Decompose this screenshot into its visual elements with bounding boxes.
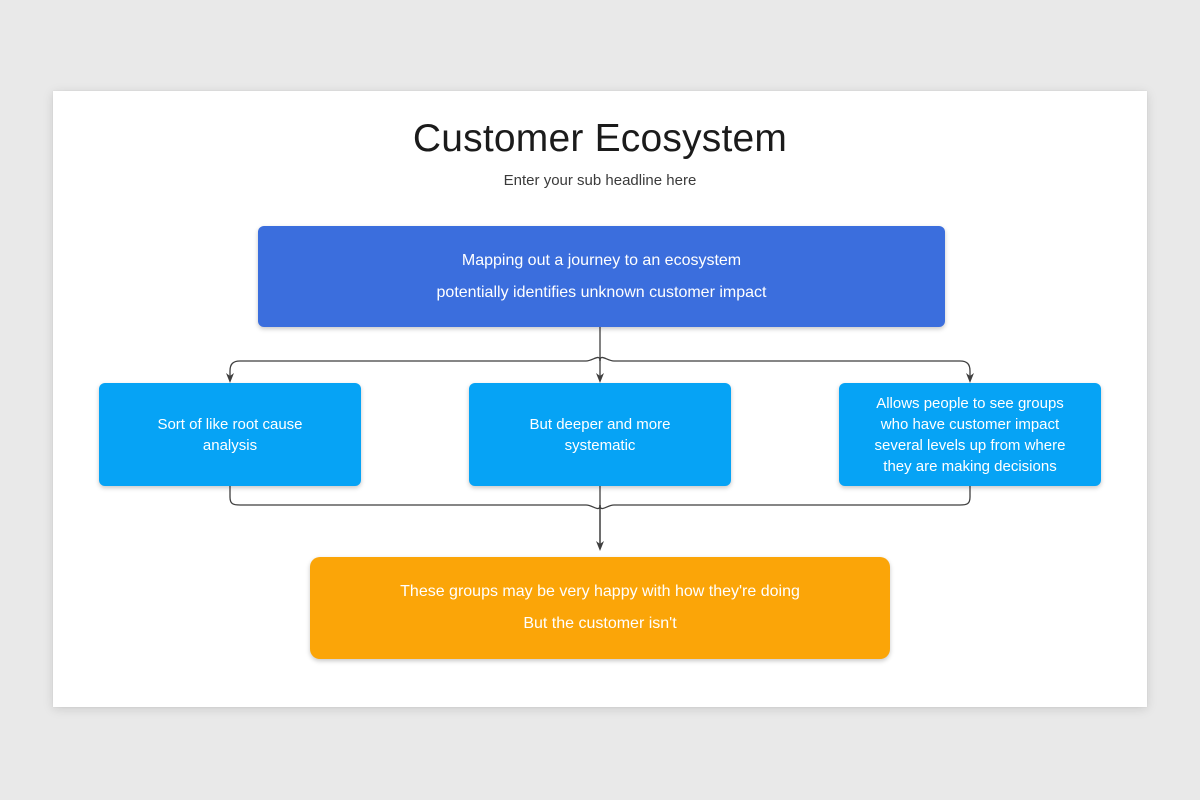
slide-canvas: Customer Ecosystem Enter your sub headli… xyxy=(53,91,1147,707)
node-conclusion-line-1: These groups may be very happy with how … xyxy=(400,583,800,600)
connector-top-to-mid-left xyxy=(229,356,601,377)
node-conclusion-line-2: But the customer isn't xyxy=(523,615,677,632)
node-conclusion[interactable]: These groups may be very happy with how … xyxy=(310,557,890,659)
connector-mid-right-down xyxy=(599,486,971,510)
connector-mid-left-down xyxy=(229,486,601,510)
connector-top-to-mid-right xyxy=(599,356,971,377)
node-customer-impact[interactable]: Allows people to see groups who have cus… xyxy=(839,383,1101,486)
node-customer-impact-line-2: who have customer impact xyxy=(880,415,1060,433)
node-root-cause-line-2: analysis xyxy=(202,436,258,454)
arrowhead-mid-center xyxy=(596,373,604,383)
arrowhead-bottom xyxy=(596,541,604,551)
node-deeper-systematic[interactable]: But deeper and more systematic xyxy=(469,383,731,486)
node-customer-impact-line-3: several levels up from where xyxy=(874,436,1066,454)
node-customer-impact-line-1: Allows people to see groups xyxy=(876,394,1064,412)
node-top-line-1: Mapping out a journey to an ecosystem xyxy=(461,251,742,269)
page-subtitle: Enter your sub headline here xyxy=(503,172,697,189)
node-customer-impact-line-4: they are making decisions xyxy=(883,457,1057,475)
arrowhead-mid-left xyxy=(226,373,234,383)
node-top-statement[interactable]: Mapping out a journey to an ecosystem po… xyxy=(258,226,945,327)
page-title: Customer Ecosystem xyxy=(412,117,788,160)
node-root-cause-line-1: Sort of like root cause xyxy=(157,415,303,433)
node-deeper-systematic-line-2: systematic xyxy=(564,436,636,454)
node-top-line-2: potentially identifies unknown customer … xyxy=(436,283,767,301)
arrowhead-mid-right xyxy=(966,373,974,383)
node-deeper-systematic-line-1: But deeper and more xyxy=(529,415,671,433)
node-root-cause[interactable]: Sort of like root cause analysis xyxy=(99,383,361,486)
